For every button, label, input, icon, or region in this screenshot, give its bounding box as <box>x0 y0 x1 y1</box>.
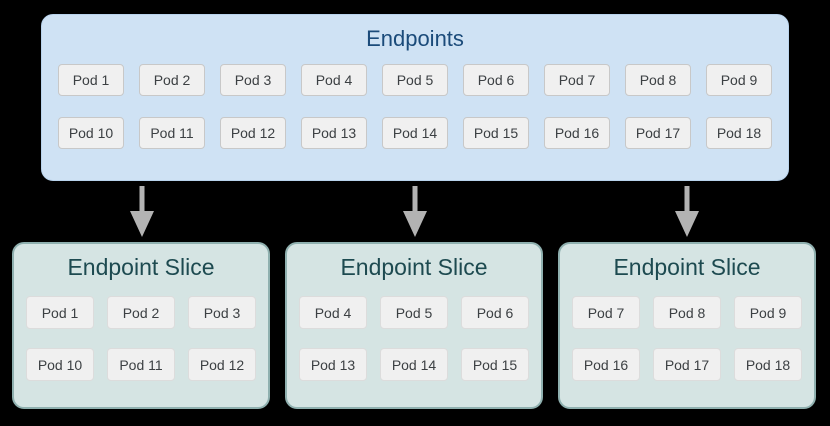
down-arrow-icon <box>130 186 154 238</box>
pod-box: Pod 5 <box>382 64 448 96</box>
arrow-head <box>675 211 699 237</box>
pod-box: Pod 1 <box>58 64 124 96</box>
endpoints-box: Endpoints Pod 1 Pod 2 Pod 3 Pod 4 Pod 5 Pod 6… <box>41 14 789 181</box>
arrow-head <box>130 211 154 237</box>
endpoints-pod-row-1: Pod 1 Pod 2 Pod 3 Pod 4 Pod 5 Pod 6 Pod 7 Pod 8… <box>42 64 788 96</box>
pod-box: Pod 6 <box>463 64 529 96</box>
endpoints-title: Endpoints <box>366 26 464 51</box>
pod-box: Pod 17 <box>653 348 721 381</box>
pod-box: Pod 3 <box>188 296 256 329</box>
pod-box: Pod 18 <box>706 117 772 149</box>
pod-box: Pod 15 <box>461 348 529 381</box>
pod-box: Pod 13 <box>299 348 367 381</box>
pod-box: Pod 2 <box>107 296 175 329</box>
endpoints-pod-row-2: Pod 10 Pod 11 Pod 12 Pod 13 Pod 14 Pod 15 Pod … <box>42 117 788 149</box>
slice-1-pod-row-2: Pod 10 Pod 11 Pod 12 <box>14 348 268 381</box>
pod-box: Pod 9 <box>734 296 802 329</box>
arrow-stem <box>684 186 690 212</box>
pod-box: Pod 10 <box>58 117 124 149</box>
pod-box: Pod 8 <box>653 296 721 329</box>
pod-box: Pod 16 <box>572 348 640 381</box>
pod-box: Pod 16 <box>544 117 610 149</box>
arrow-stem <box>412 186 418 212</box>
pod-box: Pod 2 <box>139 64 205 96</box>
pod-box: Pod 4 <box>301 64 367 96</box>
pod-box: Pod 7 <box>544 64 610 96</box>
pod-box: Pod 18 <box>734 348 802 381</box>
pod-box: Pod 3 <box>220 64 286 96</box>
pod-box: Pod 11 <box>107 348 175 381</box>
pod-box: Pod 6 <box>461 296 529 329</box>
pod-box: Pod 15 <box>463 117 529 149</box>
pod-box: Pod 8 <box>625 64 691 96</box>
slice-2-pod-row-1: Pod 4 Pod 5 Pod 6 <box>287 296 541 329</box>
down-arrow-icon <box>403 186 427 238</box>
pod-box: Pod 9 <box>706 64 772 96</box>
pod-box: Pod 13 <box>301 117 367 149</box>
pod-box: Pod 7 <box>572 296 640 329</box>
down-arrow-icon <box>675 186 699 238</box>
pod-box: Pod 12 <box>188 348 256 381</box>
pod-box: Pod 4 <box>299 296 367 329</box>
pod-box: Pod 17 <box>625 117 691 149</box>
arrow-stem <box>139 186 145 212</box>
endpoint-slice-title: Endpoint Slice <box>340 254 488 280</box>
slice-3-pod-row-1: Pod 7 Pod 8 Pod 9 <box>560 296 814 329</box>
pod-box: Pod 1 <box>26 296 94 329</box>
pod-box: Pod 12 <box>220 117 286 149</box>
pod-box: Pod 14 <box>382 117 448 149</box>
endpoint-slice-title: Endpoint Slice <box>613 254 761 280</box>
pod-box: Pod 11 <box>139 117 205 149</box>
slice-3-pod-row-2: Pod 16 Pod 17 Pod 18 <box>560 348 814 381</box>
arrow-head <box>403 211 427 237</box>
slice-2-pod-row-2: Pod 13 Pod 14 Pod 15 <box>287 348 541 381</box>
endpoint-slice-title: Endpoint Slice <box>67 254 215 280</box>
pod-box: Pod 5 <box>380 296 448 329</box>
pod-box: Pod 14 <box>380 348 448 381</box>
pod-box: Pod 10 <box>26 348 94 381</box>
slice-1-pod-row-1: Pod 1 Pod 2 Pod 3 <box>14 296 268 329</box>
